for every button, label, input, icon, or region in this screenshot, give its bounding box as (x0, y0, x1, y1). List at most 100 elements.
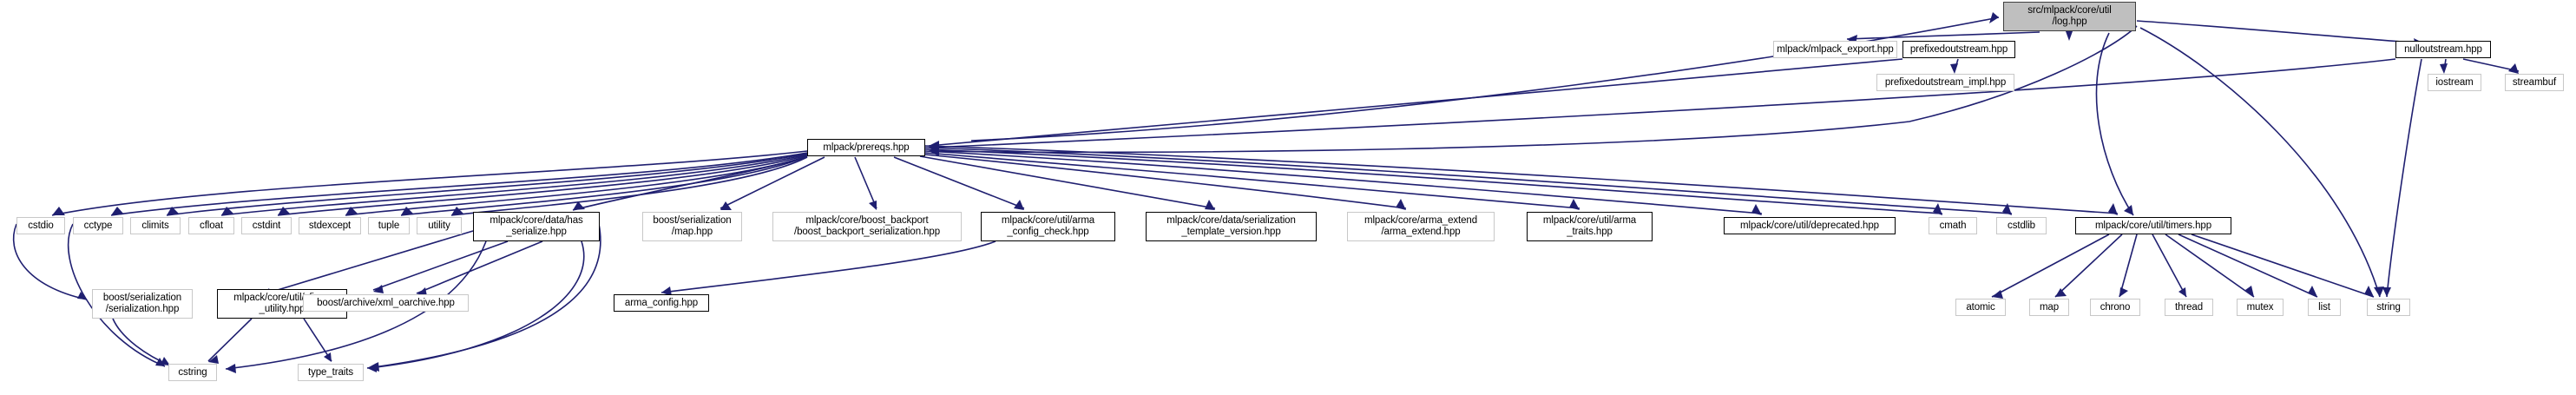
node-label: arma_config.hpp (624, 297, 699, 308)
node-label: boost/serialization /map.hpp (653, 215, 732, 237)
arrowhead (1933, 203, 1942, 215)
arrowhead (1205, 200, 1215, 210)
node-timers[interactable]: mlpack/core/util/timers.hpp (2075, 217, 2231, 234)
edge-prereqs-to-boost_map (720, 156, 825, 209)
node-boost_map[interactable]: boost/serialization /map.hpp (642, 212, 742, 241)
arrowhead (929, 142, 939, 153)
node-label: mlpack/core/arma_extend /arma_extend.hpp (1364, 215, 1477, 237)
node-cctype[interactable]: cctype (73, 217, 123, 234)
node-iostream[interactable]: iostream (2428, 74, 2481, 91)
edge-timers-to-mutex (2165, 234, 2255, 298)
node-cstring[interactable]: cstring (168, 364, 217, 381)
node-utility[interactable]: utility (417, 217, 462, 234)
edge-log-to-nullout (2136, 20, 2425, 44)
arrowhead (1396, 199, 1406, 210)
edge-nullout-to-prereqs (928, 58, 2396, 148)
edge-prereqs-to-utility (450, 156, 808, 216)
node-label: src/mlpack/core/util /log.hpp (2027, 5, 2112, 27)
node-label: streambuf (2512, 76, 2557, 88)
arrowhead (2002, 203, 2012, 215)
node-ser_tmpl_ver[interactable]: mlpack/core/data/serialization _template… (1146, 212, 1317, 241)
node-label: cfloat (200, 220, 223, 231)
edge-prereqs-to-arma_extend (924, 154, 1407, 209)
arrowhead (167, 207, 180, 215)
node-boost_backport[interactable]: mlpack/core/boost_backport /boost_backpo… (772, 212, 962, 241)
node-cstdio[interactable]: cstdio (16, 217, 65, 234)
node-log[interactable]: src/mlpack/core/util /log.hpp (2003, 2, 2136, 31)
edge-timers-to-thread (2152, 234, 2187, 298)
node-mutex[interactable]: mutex (2237, 299, 2284, 316)
node-has_serialize[interactable]: mlpack/core/data/has _serialize.hpp (473, 212, 600, 241)
edge-prereqs-to-timers (924, 145, 2119, 214)
arrowhead (2364, 286, 2374, 297)
node-chrono[interactable]: chrono (2090, 299, 2140, 316)
node-label: mlpack/mlpack_export.hpp (1777, 43, 1894, 55)
node-label: mlpack/core/util/arma _config_check.hpp (1001, 215, 1095, 237)
arrowhead (369, 362, 379, 372)
arrowhead (2108, 203, 2118, 215)
node-label: cstdio (28, 220, 54, 231)
edge-sfinae-to-type_traits (303, 318, 332, 362)
edge-sfinae-to-cstring (207, 318, 253, 362)
node-stdexcept[interactable]: stdexcept (299, 217, 361, 234)
node-string[interactable]: string (2367, 299, 2410, 316)
node-label: atomic (1966, 301, 1995, 313)
arrowhead (278, 207, 291, 215)
node-prefixedimpl[interactable]: prefixedoutstream_impl.hpp (1876, 74, 2014, 91)
node-prefixedout[interactable]: prefixedoutstream.hpp (1902, 41, 2015, 58)
edge-prereqs-to-cctype (110, 152, 808, 216)
node-nullout[interactable]: nulloutstream.hpp (2395, 41, 2491, 58)
node-label: utility (428, 220, 450, 231)
arrowhead (2245, 286, 2254, 297)
node-label: mlpack/prereqs.hpp (823, 142, 910, 153)
arrowhead (226, 364, 236, 373)
edge-prereqs-to-cstdio (51, 150, 808, 216)
arrowhead (373, 285, 384, 293)
arrowhead (52, 207, 65, 215)
node-prereqs[interactable]: mlpack/prereqs.hpp (807, 139, 925, 156)
arrowhead (208, 355, 219, 364)
node-label: cstdlib (2008, 220, 2035, 231)
edge-log-to-timers (2095, 32, 2134, 216)
node-cfloat[interactable]: cfloat (188, 217, 234, 234)
node-type_traits[interactable]: type_traits (298, 364, 364, 381)
edge-arma_config_ck-to-arma_config (660, 240, 996, 293)
edge-prereqs-to-cmath (924, 148, 1943, 214)
node-cstdlib[interactable]: cstdlib (1996, 217, 2047, 234)
node-arma_traits[interactable]: mlpack/core/util/arma _traits.hpp (1527, 212, 1653, 241)
node-arma_extend[interactable]: mlpack/core/arma_extend /arma_extend.hpp (1347, 212, 1495, 241)
edge-prereqs-to-stdexcept (345, 155, 808, 216)
node-tuple[interactable]: tuple (368, 217, 410, 234)
node-label: boost/serialization /serialization.hpp (102, 293, 182, 314)
node-cmath[interactable]: cmath (1929, 217, 1977, 234)
node-thread[interactable]: thread (2165, 299, 2213, 316)
node-cstdint[interactable]: cstdint (241, 217, 292, 234)
node-label: mlpack/core/util/deprecated.hpp (1740, 220, 1879, 231)
node-arma_config[interactable]: arma_config.hpp (614, 294, 709, 312)
node-arma_config_ck[interactable]: mlpack/core/util/arma _config_check.hpp (981, 212, 1115, 241)
node-label: climits (141, 220, 169, 231)
edge-timers-to-chrono (2119, 234, 2138, 298)
arrowhead (2508, 63, 2519, 74)
arrowhead (720, 201, 732, 210)
node-label: prefixedoutstream_impl.hpp (1884, 76, 2007, 88)
node-climits[interactable]: climits (130, 217, 181, 234)
node-label: string (2376, 301, 2401, 313)
edge-prereqs-to-arma_traits (924, 152, 1580, 209)
node-list[interactable]: list (2308, 299, 2341, 316)
node-label: iostream (2435, 76, 2474, 88)
node-xml_oarchive[interactable]: boost/archive/xml_oarchive.hpp (303, 294, 469, 312)
node-atomic[interactable]: atomic (1955, 299, 2006, 316)
arrowhead (1014, 200, 1024, 210)
arrowhead (2119, 287, 2128, 297)
arrowhead (929, 141, 939, 151)
node-label: thread (2174, 301, 2203, 313)
edge-prereqs-to-cfloat (220, 154, 808, 216)
node-streambuf[interactable]: streambuf (2505, 74, 2564, 91)
edge-prereqs-to-cstdint (277, 155, 808, 216)
node-boost_ser[interactable]: boost/serialization /serialization.hpp (92, 289, 193, 319)
node-label: list (2318, 301, 2330, 313)
node-mlpack_export[interactable]: mlpack/mlpack_export.hpp (1773, 41, 1897, 58)
node-map[interactable]: map (2029, 299, 2069, 316)
node-deprecated[interactable]: mlpack/core/util/deprecated.hpp (1724, 217, 1896, 234)
